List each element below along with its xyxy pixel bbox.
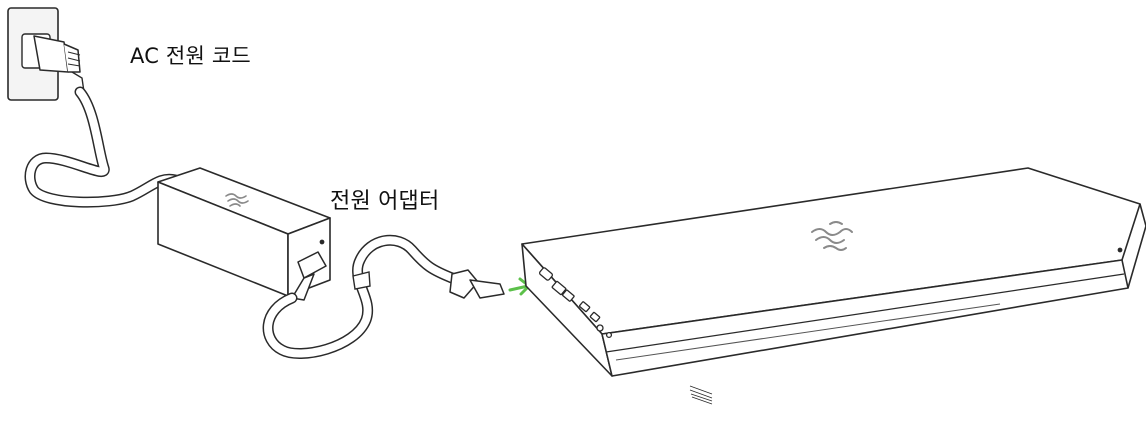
laptop-illustration (521, 167, 1146, 377)
ac-power-cord (24, 86, 181, 208)
adapter-output-plug (291, 251, 327, 301)
dc-output-cable (262, 234, 458, 359)
plug-icon (33, 35, 85, 93)
cable-tie (352, 271, 371, 290)
laptop-speaker-grille (689, 385, 713, 405)
laptop-ports (539, 267, 613, 339)
snake-logo-icon (225, 193, 249, 207)
usb-c-plug (449, 269, 505, 299)
snake-logo-icon (811, 221, 853, 251)
ac-power-cord-label: AC 전원 코드 (130, 44, 251, 68)
power-adapter-label: 전원 어댑터 (330, 189, 440, 214)
